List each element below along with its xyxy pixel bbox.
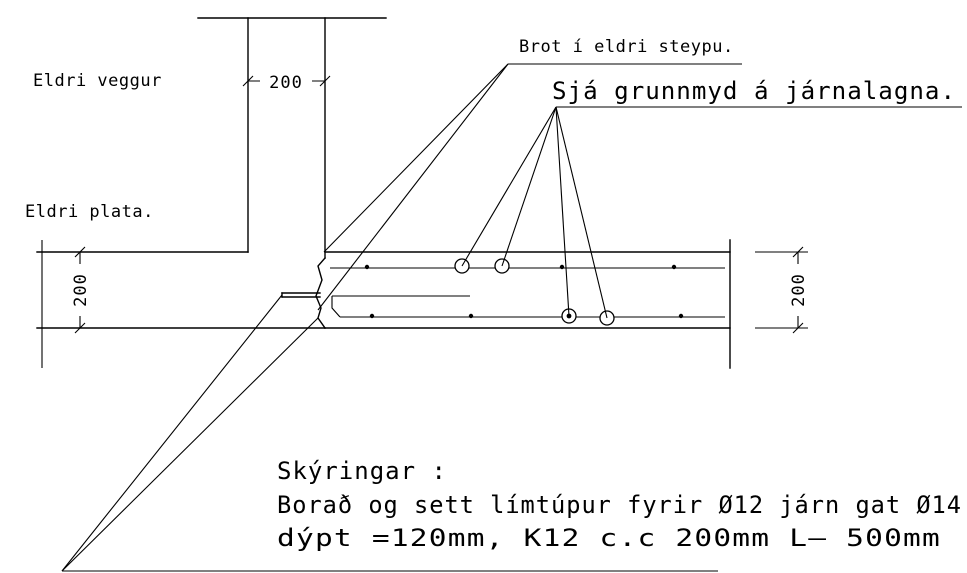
dimension-slab-left: 200 — [70, 246, 92, 334]
dowel-bend — [331, 296, 341, 318]
notes-block: Skýringar : Borað og sett límtúpur fyrir… — [277, 457, 962, 552]
leader-lines — [61, 63, 962, 572]
label-rebar-plan: Sjá grunnmyd á járnalagna. — [552, 77, 956, 105]
dimension-slab-right-label: 200 — [789, 273, 809, 307]
notes-line-1: Borað og sett límtúpur fyrir Ø12 járn ga… — [277, 491, 962, 519]
reinforcement — [330, 258, 725, 326]
dimension-wall-thickness: 200 — [242, 71, 331, 93]
label-existing-slab: Eldri plata. — [25, 202, 154, 222]
dimension-slab-right: 200 — [755, 246, 809, 334]
notes-line-2: dýpt =120mm, K12 c.c 200mm L— 500mm — [277, 524, 941, 552]
dimension-slab-left-label: 200 — [71, 273, 91, 307]
new-slab — [324, 239, 731, 369]
notes-heading: Skýringar : — [277, 457, 447, 485]
glue-anchor — [281, 292, 321, 298]
existing-wall — [197, 17, 387, 259]
dimension-wall-label: 200 — [269, 73, 303, 93]
label-break-concrete: Brot í eldri steypu. — [519, 37, 734, 57]
label-existing-wall: Eldri veggur — [33, 71, 162, 91]
